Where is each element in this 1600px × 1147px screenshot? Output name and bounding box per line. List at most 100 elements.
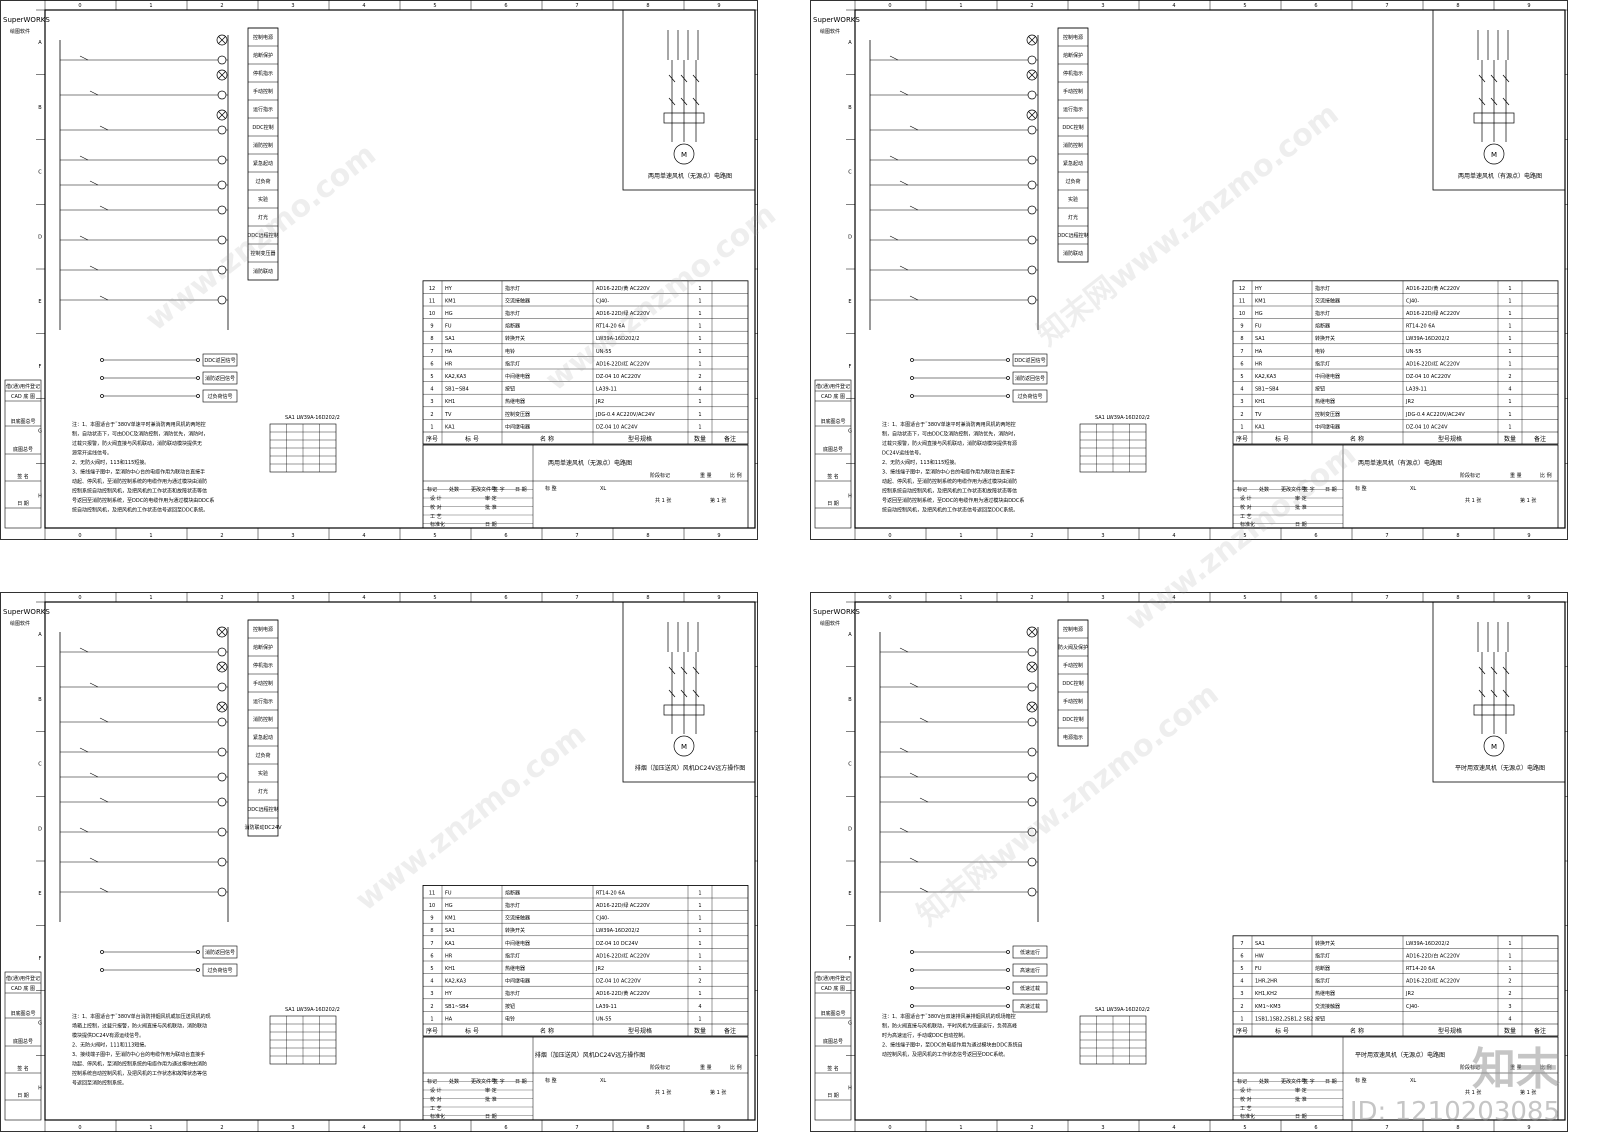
bom-name: 电铃 xyxy=(1315,348,1325,355)
thermal-relay xyxy=(663,112,705,124)
bom-seq: 7 xyxy=(430,941,433,947)
grid-number: 7 xyxy=(1385,533,1388,539)
bom-spec: DZ-04 10 DC24V xyxy=(596,941,639,947)
grid-number: 5 xyxy=(433,3,436,9)
bom-seq: 8 xyxy=(430,336,433,342)
bom-qty: 1 xyxy=(698,424,701,430)
contact-symbol xyxy=(909,205,919,211)
bom-name: 转换开关 xyxy=(505,927,525,934)
bom-mark: HG xyxy=(445,311,453,317)
title-field: XL xyxy=(600,1078,606,1084)
bom-seq: 10 xyxy=(429,311,435,317)
grid-number: 3 xyxy=(291,533,294,539)
contact-symbol xyxy=(79,747,89,753)
function-label: 紧急起动 xyxy=(253,734,273,741)
note-line: 2、接线端子图中，至DDC的电缆作用为通过模块由DDC系统自 xyxy=(882,1042,1023,1049)
bom-name: 中间继电器 xyxy=(505,423,530,430)
terminal-dot xyxy=(910,968,914,972)
bom-mark: KH1,KH2 xyxy=(1255,991,1277,997)
terminal-dot xyxy=(100,394,104,398)
grid-number: 8 xyxy=(1456,595,1459,601)
bom-spec: DZ-04 10 AC220V xyxy=(596,979,641,985)
grid-letter: G xyxy=(38,429,42,435)
bom-header: 数量 xyxy=(1504,435,1516,443)
bom-header: 序号 xyxy=(1236,435,1248,443)
terminal-dot xyxy=(100,376,104,380)
note-line: 号返回至消防控制系统。 xyxy=(72,1080,127,1087)
bom-name: 热继电器 xyxy=(505,965,525,972)
bom-name: 指示灯 xyxy=(505,310,520,317)
title-field: 日 期 xyxy=(515,487,527,493)
bom-name: 转换开关 xyxy=(505,335,525,342)
side-label: 旧底图总号 xyxy=(10,418,35,425)
bom-mark: SA1 xyxy=(1255,336,1265,342)
title-field: 标 整 xyxy=(1355,1077,1367,1084)
bom-mark: HY xyxy=(445,991,453,997)
title-field: 重 量 xyxy=(1510,472,1522,479)
grid-number: 7 xyxy=(575,533,578,539)
terminal-dot xyxy=(910,950,914,954)
grid-number: 5 xyxy=(433,595,436,601)
terminal-dot xyxy=(910,1004,914,1008)
bom-qty: 1 xyxy=(1508,311,1511,317)
grid-number: 9 xyxy=(717,1125,720,1131)
function-label: 消防控制 xyxy=(253,142,273,149)
contact-symbol xyxy=(79,55,89,61)
grid-number: 6 xyxy=(1314,1125,1317,1131)
bom-header: 序号 xyxy=(426,435,438,443)
bom-name: 指示灯 xyxy=(505,990,520,997)
bom-mark: KA2,KA3 xyxy=(445,979,466,985)
grid-number: 1 xyxy=(149,595,152,601)
function-label: 紧急起动 xyxy=(1063,160,1083,167)
title-field: 校 对 xyxy=(430,504,442,511)
title-field: 重 量 xyxy=(700,472,712,479)
contact-symbol xyxy=(89,180,99,186)
terminal-label: 高速过载 xyxy=(1020,1003,1040,1010)
bom-header: 备注 xyxy=(724,1027,736,1035)
lamp-cross xyxy=(1028,36,1036,44)
grid-letter: H xyxy=(848,1085,852,1091)
grid-letter: C xyxy=(848,762,852,768)
function-label: 控制电源 xyxy=(253,626,273,633)
coil-icon xyxy=(217,747,227,757)
title-block xyxy=(422,1036,749,1121)
grid-letter: H xyxy=(848,493,852,499)
coil-icon xyxy=(217,265,227,275)
bom-name: 按钮 xyxy=(1315,1015,1325,1022)
grid-number: 2 xyxy=(1030,1125,1033,1131)
contact-symbol xyxy=(79,647,89,653)
function-label: 消防控制 xyxy=(1063,142,1083,149)
grid-number: 6 xyxy=(504,533,507,539)
motor-label: M xyxy=(1491,743,1497,751)
terminal-label: 消防返回信号 xyxy=(1015,375,1045,382)
function-label: 运行指示 xyxy=(253,698,273,705)
function-label: 灯光 xyxy=(258,214,268,221)
grid-letter: G xyxy=(848,429,852,435)
breaker-contact xyxy=(668,666,676,675)
grid-letter: E xyxy=(848,299,851,305)
bom-qty: 1 xyxy=(1508,349,1511,355)
bom-spec: UN-55 xyxy=(1406,349,1422,355)
bom-name: 指示灯 xyxy=(505,952,520,959)
contact-symbol xyxy=(919,717,929,723)
contact-symbol xyxy=(99,295,109,301)
bom-mark: HR xyxy=(445,361,453,367)
bom-seq: 3 xyxy=(430,399,433,405)
coil-icon xyxy=(1027,827,1037,837)
contact-symbol xyxy=(99,887,109,893)
bom-mark: SA1 xyxy=(445,928,455,934)
bom-qty: 4 xyxy=(698,387,701,393)
bom-mark: KH1 xyxy=(445,399,455,405)
contactor-contact xyxy=(692,97,700,106)
bom-header: 标 号 xyxy=(465,435,479,443)
bom-name: 交流接触器 xyxy=(505,297,530,304)
coil-icon xyxy=(1027,682,1037,692)
bom-qty: 1 xyxy=(1508,399,1511,405)
grid-number: 9 xyxy=(717,595,720,601)
bom-qty: 2 xyxy=(1508,979,1511,985)
function-label: 消防联动DC24V xyxy=(244,824,282,831)
bom-spec: AD16-22D/黄 AC220V xyxy=(596,285,650,292)
note-line: 2、无防火阀时，111和113短接。 xyxy=(72,1042,149,1049)
bom-seq: 3 xyxy=(1240,991,1243,997)
motor-icon xyxy=(1483,735,1505,757)
